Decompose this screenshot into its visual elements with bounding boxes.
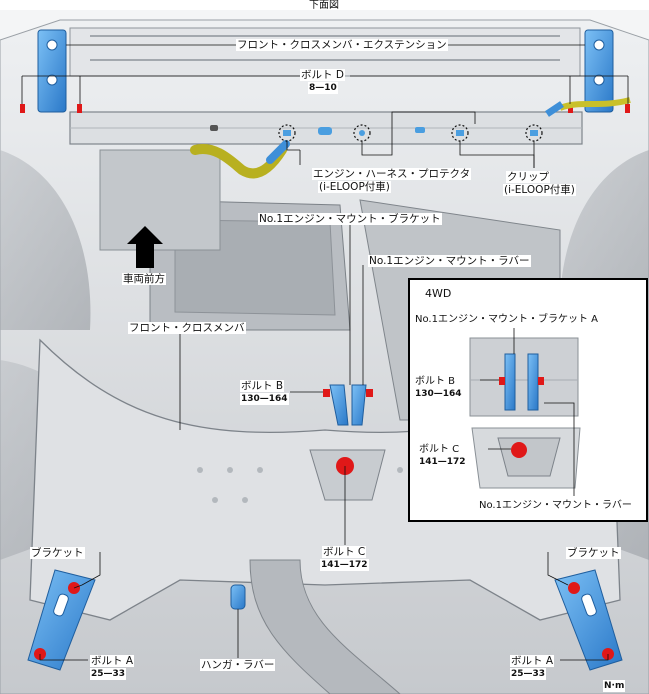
harness-left	[190, 144, 287, 179]
label-clip-note: (i-ELOOP付車)	[503, 184, 576, 196]
inset-bolt-b-torque: 130—164	[414, 388, 463, 400]
label-no1-mount-rubber: No.1エンジン・マウント・ラバー	[368, 255, 531, 267]
label-bolt-a-right-torque: 25—33	[510, 668, 547, 680]
label-bracket-left: ブラケット	[30, 547, 85, 559]
extension-left	[37, 29, 67, 113]
label-hanger-rubber: ハンガ・ラバー	[200, 659, 276, 671]
inset-mount-rubber-label: No.1エンジン・マウント・ラバー	[478, 500, 633, 512]
label-engine-harness-protector: エンジン・ハーネス・プロテクタ	[312, 168, 472, 180]
label-bolt-a-left: ボルト A	[90, 655, 135, 667]
label-bolt-a-left-torque: 25—33	[90, 668, 127, 680]
label-front-crossmember-extension: フロント・クロスメンバ・エクステンション	[236, 39, 448, 51]
inset-bolt-b-label: ボルト B	[414, 376, 457, 388]
inset-4wd: 4WD No.1エンジン・マウント・ブラケット A ボルト B 130—164 …	[408, 278, 648, 522]
leader-lines	[21, 44, 629, 661]
view-title: 下面図	[309, 0, 339, 11]
label-bolt-a-right: ボルト A	[510, 655, 555, 667]
unit-label: N·m	[603, 680, 626, 692]
label-bolt-d-torque: 8—10	[308, 82, 338, 94]
label-bolt-c-torque: 141—172	[320, 559, 369, 571]
inset-bolt-c-torque: 141—172	[418, 456, 467, 468]
extension-right	[584, 29, 614, 113]
label-bolt-b-torque: 130—164	[240, 393, 289, 405]
label-clip: クリップ	[506, 171, 550, 183]
label-no1-mount-bracket: No.1エンジン・マウント・ブラケット	[258, 213, 442, 225]
label-front-crossmember: フロント・クロスメンバ	[128, 322, 246, 334]
label-bolt-c: ボルト C	[322, 546, 367, 558]
label-bolt-d: ボルト D	[300, 69, 345, 81]
mount-bracket	[329, 384, 349, 426]
inset-bolt-c-label: ボルト C	[418, 444, 461, 456]
label-bracket-right: ブラケット	[566, 547, 621, 559]
inset-title: 4WD	[425, 287, 452, 300]
label-vehicle-front: 車両前方	[122, 273, 166, 285]
inset-mount-bracket-a-label: No.1エンジン・マウント・ブラケット A	[414, 314, 599, 326]
bracket-right	[554, 569, 623, 671]
label-bolt-b: ボルト B	[240, 380, 285, 392]
bolt-d-markers	[20, 104, 630, 113]
inset-artwork	[469, 328, 581, 496]
vehicle-front-arrow-icon	[127, 226, 163, 268]
label-engine-harness-protector-note: (i-ELOOP付車)	[318, 181, 391, 193]
bracket-left	[27, 569, 96, 671]
hanger-rubber	[230, 584, 246, 610]
